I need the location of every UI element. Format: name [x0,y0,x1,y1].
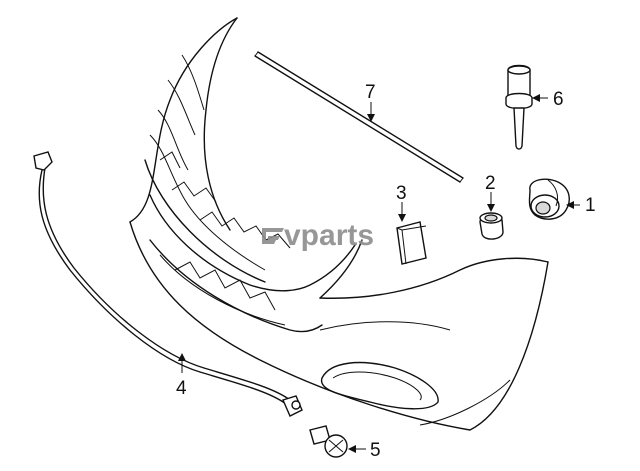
part-1-parking-sensor [528,178,570,220]
part-5-fastener [309,425,348,458]
bumper-cover [129,17,549,431]
callout-1: 1 [585,195,596,216]
callout-7: 7 [365,82,376,103]
part-2-retainer-ring [479,212,504,240]
callout-6: 6 [553,89,564,110]
watermark-logo: vparts [262,219,374,252]
part-4-wiring-harness [33,151,303,417]
leader-lines [178,94,580,453]
part-6-sensor-sleeve [505,64,533,150]
callout-4: 4 [176,378,187,399]
part-3-pad [396,221,427,265]
callout-2: 2 [485,173,496,194]
callout-3: 3 [396,183,407,204]
part-7-moulding [254,51,464,183]
watermark-text: vparts [284,219,374,252]
callout-5: 5 [370,440,381,461]
